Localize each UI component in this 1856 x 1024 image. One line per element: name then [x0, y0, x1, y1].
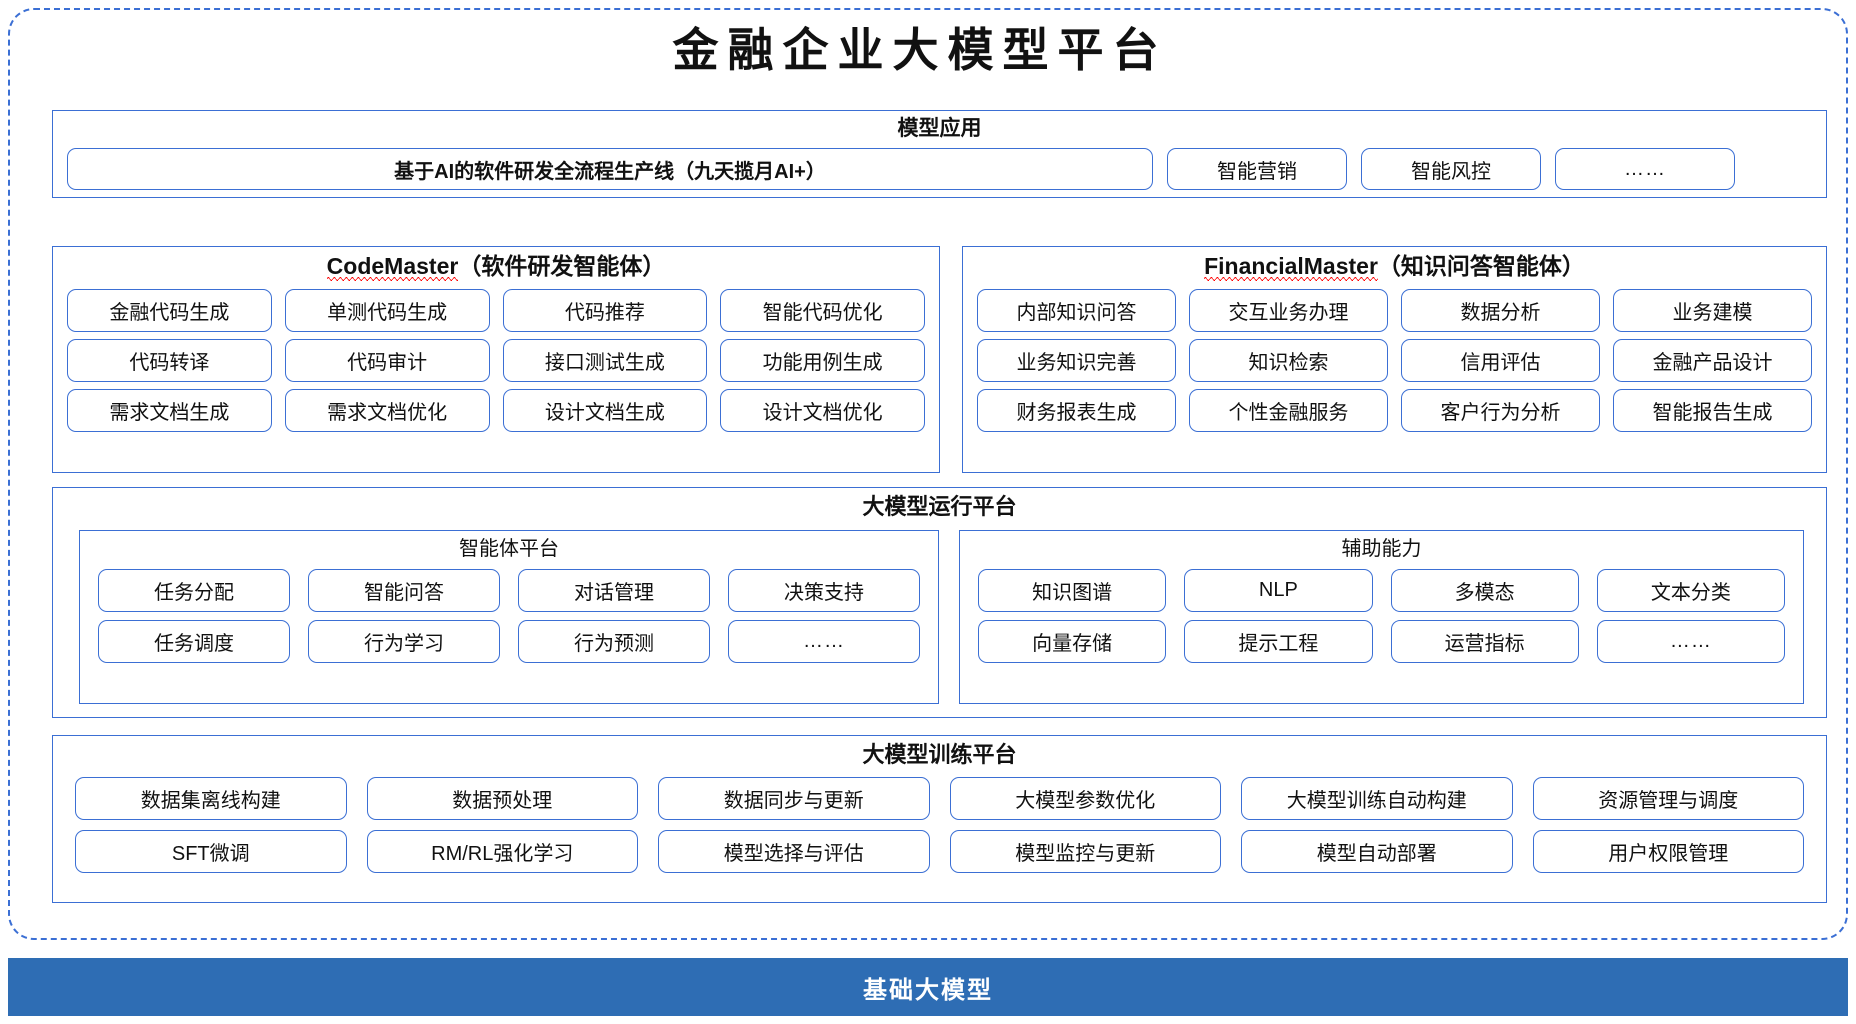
codemaster-item[interactable]: 智能代码优化 — [720, 289, 925, 332]
agent-platform-item[interactable]: 智能问答 — [308, 569, 500, 612]
codemaster-item[interactable]: 代码转译 — [67, 339, 272, 382]
codemaster-item[interactable]: 代码审计 — [284, 339, 490, 382]
codemaster-item[interactable]: 代码推荐 — [502, 289, 708, 332]
codemaster-name-en: CodeMaster — [326, 253, 459, 279]
base-model-bar: 基础大模型 — [8, 958, 1848, 1016]
financialmaster-item[interactable]: 业务建模 — [1613, 289, 1812, 332]
codemaster-item[interactable]: 需求文档优化 — [284, 389, 490, 432]
training-platform-item[interactable]: 数据预处理 — [366, 777, 638, 820]
financialmaster-item[interactable]: 财务报表生成 — [977, 389, 1176, 432]
app-item-smart-marketing[interactable]: 智能营销 — [1167, 148, 1347, 190]
section-title-codemaster: CodeMaster（软件研发智能体） — [53, 253, 939, 281]
codemaster-item[interactable]: 接口测试生成 — [502, 339, 708, 382]
training-platform-item[interactable]: 大模型参数优化 — [949, 777, 1221, 820]
app-item-smart-risk-control[interactable]: 智能风控 — [1361, 148, 1541, 190]
codemaster-item[interactable]: 单测代码生成 — [284, 289, 490, 332]
codemaster-item[interactable]: 需求文档生成 — [67, 389, 272, 432]
section-model-application: 模型应用 基于AI的软件研发全流程生产线（九天揽月AI+） 智能营销 智能风控 … — [52, 110, 1827, 198]
codemaster-name-cn: （软件研发智能体） — [458, 253, 666, 279]
agent-platform-item[interactable]: 决策支持 — [728, 569, 920, 612]
training-platform-item[interactable]: 数据同步与更新 — [658, 777, 930, 820]
training-platform-item[interactable]: 用户权限管理 — [1532, 830, 1804, 873]
section-title-model-application: 模型应用 — [897, 117, 982, 140]
financialmaster-item[interactable]: 个性金融服务 — [1189, 389, 1388, 432]
training-platform-item[interactable]: 数据集离线构建 — [75, 777, 347, 820]
auxiliary-capability-item[interactable]: 运营指标 — [1390, 620, 1579, 663]
auxiliary-capability-item[interactable]: 知识图谱 — [978, 569, 1167, 612]
auxiliary-capability-item[interactable]: NLP — [1184, 569, 1373, 612]
codemaster-item-grid: 金融代码生成 单测代码生成 代码推荐 智能代码优化 代码转译 代码审计 接口测试… — [67, 289, 925, 432]
financialmaster-item[interactable]: 信用评估 — [1401, 339, 1600, 382]
section-title-financialmaster: FinancialMaster（知识问答智能体） — [963, 253, 1826, 281]
section-training-platform: 大模型训练平台 数据集离线构建 数据预处理 数据同步与更新 大模型参数优化 大模… — [52, 735, 1827, 903]
agent-platform-item[interactable]: 任务调度 — [98, 620, 290, 663]
agent-platform-item[interactable]: 行为预测 — [518, 620, 710, 663]
financialmaster-name-cn: （知识问答智能体） — [1377, 253, 1585, 279]
codemaster-item[interactable]: 金融代码生成 — [67, 289, 272, 332]
agent-platform-item-more[interactable]: …… — [728, 620, 920, 663]
financialmaster-item[interactable]: 数据分析 — [1401, 289, 1600, 332]
auxiliary-capability-item-more[interactable]: …… — [1596, 620, 1785, 663]
training-platform-item[interactable]: 大模型训练自动构建 — [1241, 777, 1513, 820]
codemaster-item[interactable]: 功能用例生成 — [720, 339, 925, 382]
training-platform-item[interactable]: 资源管理与调度 — [1532, 777, 1804, 820]
financialmaster-item[interactable]: 金融产品设计 — [1613, 339, 1812, 382]
training-platform-item[interactable]: RM/RL强化学习 — [366, 830, 638, 873]
subsection-auxiliary-capability: 辅助能力 知识图谱 NLP 多模态 文本分类 向量存储 提示工程 运营指标 …… — [959, 530, 1804, 704]
auxiliary-capability-item-grid: 知识图谱 NLP 多模态 文本分类 向量存储 提示工程 运营指标 …… — [978, 569, 1785, 663]
financialmaster-item[interactable]: 客户行为分析 — [1401, 389, 1600, 432]
financialmaster-item[interactable]: 内部知识问答 — [977, 289, 1176, 332]
section-title-runtime-platform: 大模型运行平台 — [862, 494, 1017, 519]
training-platform-item[interactable]: 模型选择与评估 — [658, 830, 930, 873]
training-platform-item[interactable]: SFT微调 — [75, 830, 347, 873]
auxiliary-capability-item[interactable]: 提示工程 — [1184, 620, 1373, 663]
financialmaster-item-grid: 内部知识问答 交互业务办理 数据分析 业务建模 业务知识完善 知识检索 信用评估… — [977, 289, 1812, 432]
subsection-title-auxiliary-capability: 辅助能力 — [1341, 538, 1422, 560]
agent-platform-item[interactable]: 对话管理 — [518, 569, 710, 612]
app-item-ai-pipeline[interactable]: 基于AI的软件研发全流程生产线（九天揽月AI+） — [67, 148, 1153, 190]
section-financialmaster: FinancialMaster（知识问答智能体） 内部知识问答 交互业务办理 数… — [962, 246, 1827, 473]
section-codemaster: CodeMaster（软件研发智能体） 金融代码生成 单测代码生成 代码推荐 智… — [52, 246, 940, 473]
app-item-more[interactable]: …… — [1555, 148, 1735, 190]
agent-platform-item[interactable]: 任务分配 — [98, 569, 290, 612]
financialmaster-item[interactable]: 交互业务办理 — [1189, 289, 1388, 332]
training-platform-item[interactable]: 模型监控与更新 — [949, 830, 1221, 873]
financialmaster-name-en: FinancialMaster — [1204, 253, 1378, 279]
financialmaster-item[interactable]: 知识检索 — [1189, 339, 1388, 382]
auxiliary-capability-item[interactable]: 文本分类 — [1596, 569, 1785, 612]
subsection-agent-platform: 智能体平台 任务分配 智能问答 对话管理 决策支持 任务调度 行为学习 行为预测… — [79, 530, 939, 704]
agent-platform-item[interactable]: 行为学习 — [308, 620, 500, 663]
financialmaster-item[interactable]: 智能报告生成 — [1613, 389, 1812, 432]
base-model-label: 基础大模型 — [863, 976, 993, 1004]
codemaster-item[interactable]: 设计文档优化 — [720, 389, 925, 432]
auxiliary-capability-item[interactable]: 多模态 — [1390, 569, 1579, 612]
training-platform-item-grid: 数据集离线构建 数据预处理 数据同步与更新 大模型参数优化 大模型训练自动构建 … — [75, 777, 1804, 873]
codemaster-item[interactable]: 设计文档生成 — [502, 389, 708, 432]
section-runtime-platform: 大模型运行平台 智能体平台 任务分配 智能问答 对话管理 决策支持 任务调度 行… — [52, 487, 1827, 718]
subsection-title-agent-platform: 智能体平台 — [459, 538, 559, 560]
training-platform-item[interactable]: 模型自动部署 — [1241, 830, 1513, 873]
auxiliary-capability-item[interactable]: 向量存储 — [978, 620, 1167, 663]
model-application-items: 基于AI的软件研发全流程生产线（九天揽月AI+） 智能营销 智能风控 …… — [67, 148, 1814, 190]
agent-platform-item-grid: 任务分配 智能问答 对话管理 决策支持 任务调度 行为学习 行为预测 …… — [98, 569, 920, 663]
financialmaster-item[interactable]: 业务知识完善 — [977, 339, 1176, 382]
section-title-training-platform: 大模型训练平台 — [862, 742, 1017, 767]
page-title: 金融企业大模型平台 — [672, 25, 1168, 76]
